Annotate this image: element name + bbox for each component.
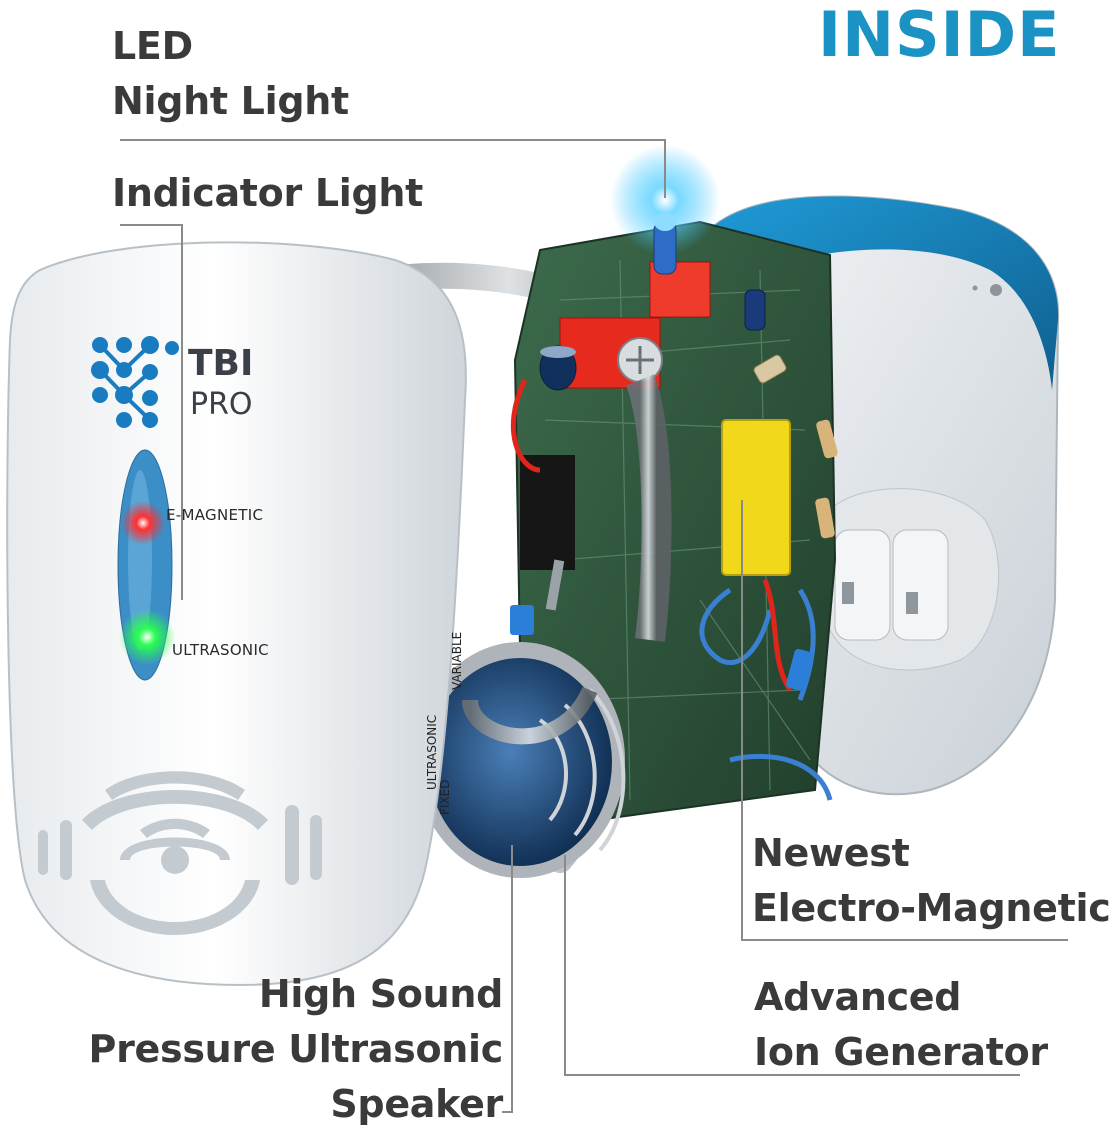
label-electro-magnetic: Newest Electro-Magnetic	[752, 826, 1109, 936]
label-speaker-line1: High Sound	[258, 972, 503, 1016]
label-em-line2: Electro-Magnetic	[752, 886, 1109, 930]
indicator-label-emagnetic: E-MAGNETIC	[166, 506, 264, 524]
switch-label-ultrasonic: ULTRASONIC	[425, 714, 439, 790]
inside-heading: INSIDE	[818, 0, 1061, 71]
brand-tbi: TBI	[188, 343, 254, 384]
switch-label-fixed: FIXED	[438, 779, 452, 815]
brand-pro: PRO	[190, 387, 253, 422]
label-em-line1: Newest	[752, 831, 910, 875]
label-ion-line1: Advanced	[754, 975, 962, 1019]
label-speaker-line2: Pressure Ultrasonic	[88, 1027, 504, 1071]
circuit-board	[510, 220, 838, 827]
speaker-grille	[38, 771, 322, 935]
indicator-label-ultrasonic: ULTRASONIC	[172, 641, 269, 659]
callout-lines	[120, 139, 1068, 1113]
label-led-line1: LED	[112, 24, 193, 68]
green-indicator-led	[119, 609, 175, 665]
label-ion-generator: Advanced Ion Generator	[754, 970, 1048, 1080]
label-indicator-line: Indicator Light	[112, 171, 423, 215]
label-speaker-line3: Speaker	[330, 1082, 503, 1126]
ultrasonic-speaker	[415, 642, 626, 878]
label-ion-line2: Ion Generator	[754, 1030, 1048, 1074]
tbi-pro-logo-icon	[91, 336, 179, 428]
label-indicator-light: Indicator Light	[112, 166, 423, 221]
switch-label-variable: VARIABLE	[450, 631, 464, 690]
yellow-capacitor	[721, 419, 791, 576]
red-indicator-led	[121, 501, 165, 545]
device-housing	[6, 241, 467, 987]
label-ultrasonic-speaker: High Sound Pressure Ultrasonic Speaker	[88, 967, 504, 1132]
label-led-line2: Night Light	[112, 79, 349, 123]
label-led-night-light: LED Night Light	[112, 19, 349, 129]
led-night-light	[610, 145, 720, 275]
